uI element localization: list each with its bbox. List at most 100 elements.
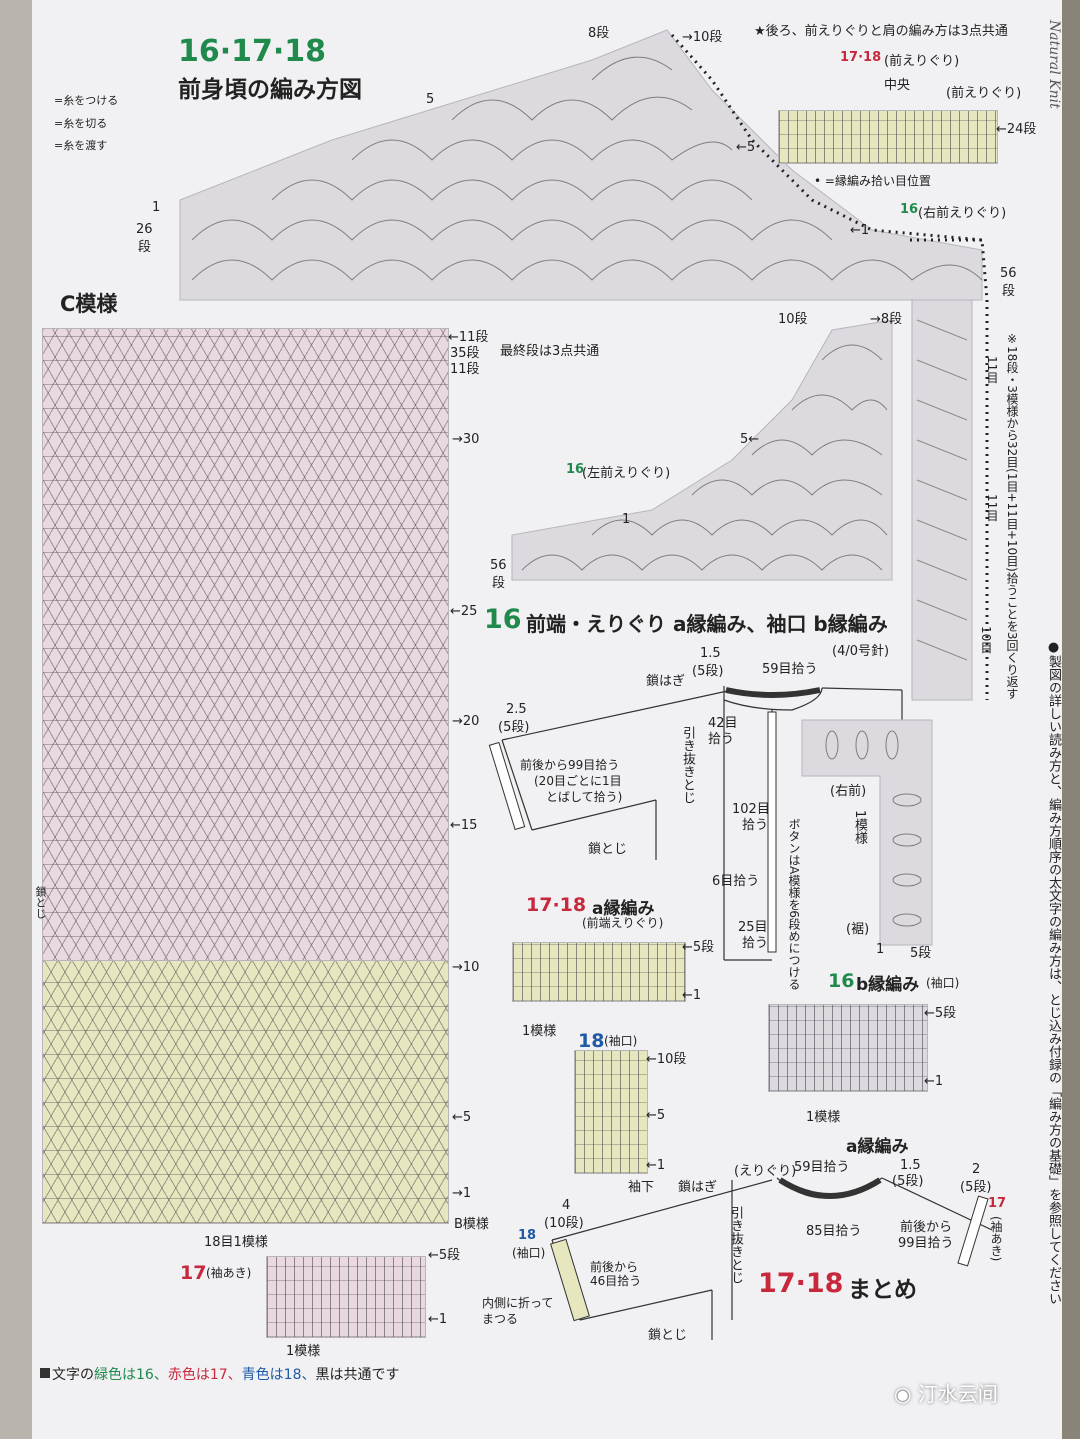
a16-pick102b: 拾う — [742, 818, 769, 833]
cuff-18-down: 袖下 — [628, 1180, 655, 1195]
summary-1718-title: まとめ — [848, 1277, 917, 1303]
left-neck-row-56: 56 — [490, 558, 507, 573]
common-note: ★後ろ、前えりぐりと肩の編み方は3点共通 — [754, 24, 1008, 39]
left-neck-row-56-unit: 段 — [492, 576, 506, 591]
summary-1718-num: 17·18 — [758, 1268, 844, 1299]
cuff-18-chart — [574, 1050, 648, 1174]
edging-16-title: 前端・えりぐり a縁編み、袖口 b縁編み — [526, 612, 888, 636]
a16-chain-close: 鎖とじ — [588, 842, 628, 857]
c-row-11-bottom: 11段 — [450, 362, 480, 377]
side-10: 10目 — [979, 626, 993, 654]
a16-pick102a: 102目 — [732, 802, 770, 817]
legend-cut: =糸を切る — [54, 117, 108, 130]
footer-p1: 文字の — [52, 1367, 94, 1383]
footer-bullet — [40, 1368, 50, 1378]
a16-pick42b: 拾う — [708, 732, 735, 747]
b-edge-16-title: b縁編み — [856, 975, 920, 995]
a1718-slip: 引き抜きとじ — [728, 1206, 743, 1284]
cuff-17-r5: ←5段 — [428, 1248, 461, 1263]
c-row-20: →20 — [452, 714, 480, 729]
a-edge-1718-sub: (前端えりぐり) — [582, 916, 664, 930]
a1718-r4b: (10段) — [544, 1216, 584, 1231]
a1718-r2b: (5段) — [960, 1180, 992, 1195]
top-row-56: 56 — [1000, 266, 1017, 281]
top-row-26-unit: 段 — [138, 240, 152, 255]
side-note: ※18段・3模様から32目(1目+11目+10目)拾うことを3回くり返す — [1005, 332, 1019, 700]
neck-1718-front: (前えりぐり) — [946, 86, 1022, 101]
a16-r25a: 2.5 — [506, 702, 527, 717]
d16-r1: 1 — [876, 942, 885, 957]
a16-slip: 引き抜きとじ — [680, 726, 695, 804]
a16-pick25a: 25目 — [738, 920, 768, 935]
a-edge-1718-r5: ←5段 — [682, 940, 715, 955]
c-row-15: ←15 — [450, 818, 478, 833]
d16-hem: (裾) — [846, 922, 870, 937]
top-row-8: 8段 — [588, 26, 610, 41]
a1718-pick46a: 前後から — [590, 1260, 639, 1274]
c-row-25: ←25 — [450, 604, 478, 619]
edging-16-num: 16 — [484, 604, 522, 635]
a1718-fold-b: まつる — [482, 1312, 519, 1326]
neck-1718-dot-note: • =縁編み拾い目位置 — [814, 174, 931, 188]
cuff-17-r1: ←1 — [428, 1312, 448, 1327]
a-edge-1718-chart — [512, 942, 686, 1002]
a1718-pick99a: 前後から — [900, 1220, 953, 1235]
c-row-35: 35段 — [450, 346, 480, 361]
b-pattern-chart — [42, 960, 449, 1224]
b-pattern-label: B模様 — [454, 1217, 489, 1232]
a1718-s18sub: (袖口) — [512, 1246, 546, 1260]
a-edge-1718-title: a縁編み — [592, 899, 655, 919]
left-neck-row-10: 10段 — [778, 312, 808, 327]
watermark: ◉ 汀水云间 — [894, 1378, 998, 1407]
a16-pick99b: (20目ごとに1目 — [534, 774, 622, 788]
top-row-5: 5 — [426, 92, 435, 107]
a16-button: ボタンはA模様を6段めにつける — [787, 818, 801, 990]
legend-pass: =糸を渡す — [54, 139, 108, 152]
spine-text: Natural Knit — [1046, 20, 1062, 109]
c-row-11-top: ←11段 — [448, 330, 489, 345]
cuff-18-num: 18 — [578, 1030, 605, 1052]
d16-right: (右前) — [830, 784, 867, 799]
a16-r15a: 1.5 — [700, 646, 721, 661]
b-edge-16-num: 16 — [828, 970, 855, 992]
d16-r5: 5段 — [910, 946, 932, 961]
left-neck-16-chart — [511, 238, 989, 701]
top-row-10: →10段 — [682, 30, 723, 45]
a1718-pick46b: 46目拾う — [590, 1274, 642, 1288]
a1718-pick85: 85目拾う — [806, 1224, 862, 1239]
footer-c18: 青色は18、 — [241, 1367, 316, 1383]
neck-1718-chart — [778, 110, 998, 164]
left-neck-row-1: 1 — [622, 512, 631, 527]
neck-1718-label: 17·18 — [840, 50, 882, 65]
top-row-1: 1 — [152, 200, 161, 215]
side-11-a: 11目 — [985, 356, 999, 384]
cuff-18-r5: ←5 — [646, 1108, 666, 1123]
cuff-17-sub: (袖あき) — [206, 1266, 252, 1280]
legend-attach: =糸をつける — [54, 94, 119, 107]
c-repeat: 18目1模様 — [204, 1235, 268, 1250]
a1718-title-a: a縁編み — [846, 1137, 909, 1157]
wechat-icon: ◉ — [894, 1382, 912, 1406]
a1718-s18: 18 — [518, 1228, 537, 1243]
b-edge-16-r1: ←1 — [924, 1074, 944, 1089]
a16-pick25b: 拾う — [742, 936, 769, 951]
b-edge-16-r5: ←5段 — [924, 1006, 957, 1021]
a16-pick59: 59目拾う — [762, 662, 818, 677]
a1718-chain-join: 鎖はぎ — [678, 1180, 718, 1195]
a-edge-1718-r1: ←1 — [682, 988, 702, 1003]
c-last-row-note: 最終段は3点共通 — [500, 344, 600, 359]
watermark-text: 汀水云间 — [917, 1382, 998, 1406]
cuff-17-chart — [266, 1256, 426, 1338]
top-row-5r: ←5 — [736, 140, 756, 155]
a16-r15b: (5段) — [692, 664, 724, 679]
a16-pick99c: とばして拾う) — [546, 790, 623, 804]
c-pattern-title: C模様 — [60, 292, 118, 316]
footer-c16: 緑色は16、 — [94, 1367, 168, 1383]
a1718-r15a: 1.5 — [900, 1158, 921, 1173]
c-pattern-chart — [42, 328, 449, 962]
title-numbers: 16·17·18 — [178, 34, 327, 69]
neck-1718-sub: (前えりぐり) — [884, 54, 960, 69]
c-row-10: →10 — [452, 960, 480, 975]
cuff-17-num: 17 — [180, 1262, 207, 1284]
a1718-fold-a: 内側に折って — [482, 1296, 554, 1310]
